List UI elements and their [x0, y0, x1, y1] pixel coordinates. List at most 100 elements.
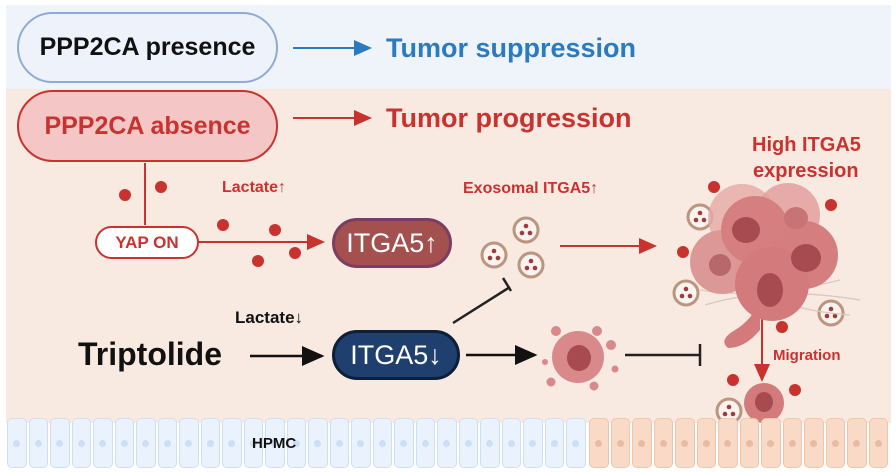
epithelial-cell [782, 418, 802, 468]
epithelial-cell [265, 418, 285, 468]
cell-nucleus [13, 439, 21, 447]
epithelial-cell [653, 418, 673, 468]
epithelial-cell [28, 418, 48, 468]
epithelial-cell [7, 418, 27, 468]
cell-nucleus [228, 439, 236, 447]
epithelial-cell [308, 418, 328, 468]
epithelial-cell [868, 418, 888, 468]
high-itga5-label-line1: High ITGA5 [752, 134, 861, 156]
ppp2ca-absence-node: PPP2CA absence [17, 90, 278, 162]
cell-nucleus [507, 439, 515, 447]
lactate-dots [119, 181, 837, 396]
tumor-cluster [690, 183, 838, 348]
epithelial-cell [544, 418, 564, 468]
epithelial-cell [286, 418, 306, 468]
itga5-down-node: ITGA5↓ [332, 330, 460, 380]
epithelial-cell [825, 418, 845, 468]
epithelial-cell [696, 418, 716, 468]
cell-nucleus [77, 439, 85, 447]
epithelial-cell [394, 418, 414, 468]
epithelial-cell [136, 418, 156, 468]
cell-nucleus [486, 439, 494, 447]
inhibit-migration [625, 344, 702, 366]
cell-nucleus [142, 439, 150, 447]
epithelial-cell [458, 418, 478, 468]
epithelial-cell [847, 418, 867, 468]
epithelial-cell [415, 418, 435, 468]
epithelial-cell [222, 418, 242, 468]
cell-nucleus [595, 439, 603, 447]
tumor-suppression-label: Tumor suppression [386, 33, 637, 63]
cell-nucleus [314, 439, 322, 447]
epithelial-cell [179, 418, 199, 468]
tumor-progression-label: Tumor progression [386, 103, 632, 133]
yap-on-label: YAP ON [115, 232, 179, 252]
inhibit-exosomes [452, 277, 513, 325]
epithelial-cell [157, 418, 177, 468]
epithelial-cell [329, 418, 349, 468]
cell-nucleus [788, 439, 796, 447]
cell-nucleus [853, 439, 861, 447]
migration-label: Migration [773, 347, 841, 364]
epithelial-cell [589, 418, 609, 468]
hpmc-cell-layer-invaded [589, 418, 888, 470]
cell-nucleus [335, 439, 343, 447]
epithelial-cell [243, 418, 263, 468]
cell-nucleus [831, 439, 839, 447]
cell-nucleus [357, 439, 365, 447]
cell-nucleus [724, 439, 732, 447]
epithelial-cell [50, 418, 70, 468]
cell-nucleus [163, 439, 171, 447]
cell-nucleus [529, 439, 537, 447]
epithelial-cell [93, 418, 113, 468]
ppp2ca-absence-label: PPP2CA absence [44, 111, 251, 140]
cell-nucleus [400, 439, 408, 447]
cell-nucleus [99, 439, 107, 447]
itga5-up-label: ITGA5↑ [346, 227, 438, 258]
cell-nucleus [745, 439, 753, 447]
migrating-cell [744, 383, 784, 423]
lactate-up-label: Lactate↑ [222, 179, 287, 196]
cell-nucleus [616, 439, 624, 447]
cell-nucleus [378, 439, 386, 447]
cell-nucleus [464, 439, 472, 447]
epithelial-cell [351, 418, 371, 468]
epithelial-cell [523, 418, 543, 468]
cell-nucleus [874, 439, 882, 447]
cell-nucleus [56, 439, 64, 447]
epithelial-cell [610, 418, 630, 468]
itga5-up-node: ITGA5↑ [332, 218, 452, 268]
epithelial-cell [200, 418, 220, 468]
epithelial-cell [739, 418, 759, 468]
epithelial-cell [566, 418, 586, 468]
lactate-down-label: Lactate↓ [235, 308, 304, 327]
epithelial-cell [675, 418, 695, 468]
epithelial-cell [501, 418, 521, 468]
itga5-down-label: ITGA5↓ [350, 339, 442, 370]
cell-nucleus [34, 439, 42, 447]
epithelial-cell [71, 418, 91, 468]
cell-nucleus [638, 439, 646, 447]
apoptotic-cell [542, 326, 619, 391]
epithelial-cell [761, 418, 781, 468]
yap-on-node: YAP ON [95, 226, 199, 259]
cell-nucleus [702, 439, 710, 447]
epithelial-cell [114, 418, 134, 468]
epithelial-cell [718, 418, 738, 468]
hpmc-cell-layer-normal [7, 418, 586, 470]
cell-nucleus [206, 439, 214, 447]
cell-nucleus [810, 439, 818, 447]
cell-nucleus [572, 439, 580, 447]
cell-nucleus [185, 439, 193, 447]
cell-nucleus [249, 439, 257, 447]
cell-nucleus [659, 439, 667, 447]
ppp2ca-presence-node: PPP2CA presence [17, 12, 278, 83]
epithelial-cell [372, 418, 392, 468]
triptolide-label: Triptolide [78, 336, 222, 372]
cell-nucleus [120, 439, 128, 447]
epithelial-cell [632, 418, 652, 468]
ppp2ca-presence-label: PPP2CA presence [39, 33, 256, 61]
cell-nucleus [421, 439, 429, 447]
exosomal-itga5-label: Exosomal ITGA5↑ [463, 180, 599, 197]
